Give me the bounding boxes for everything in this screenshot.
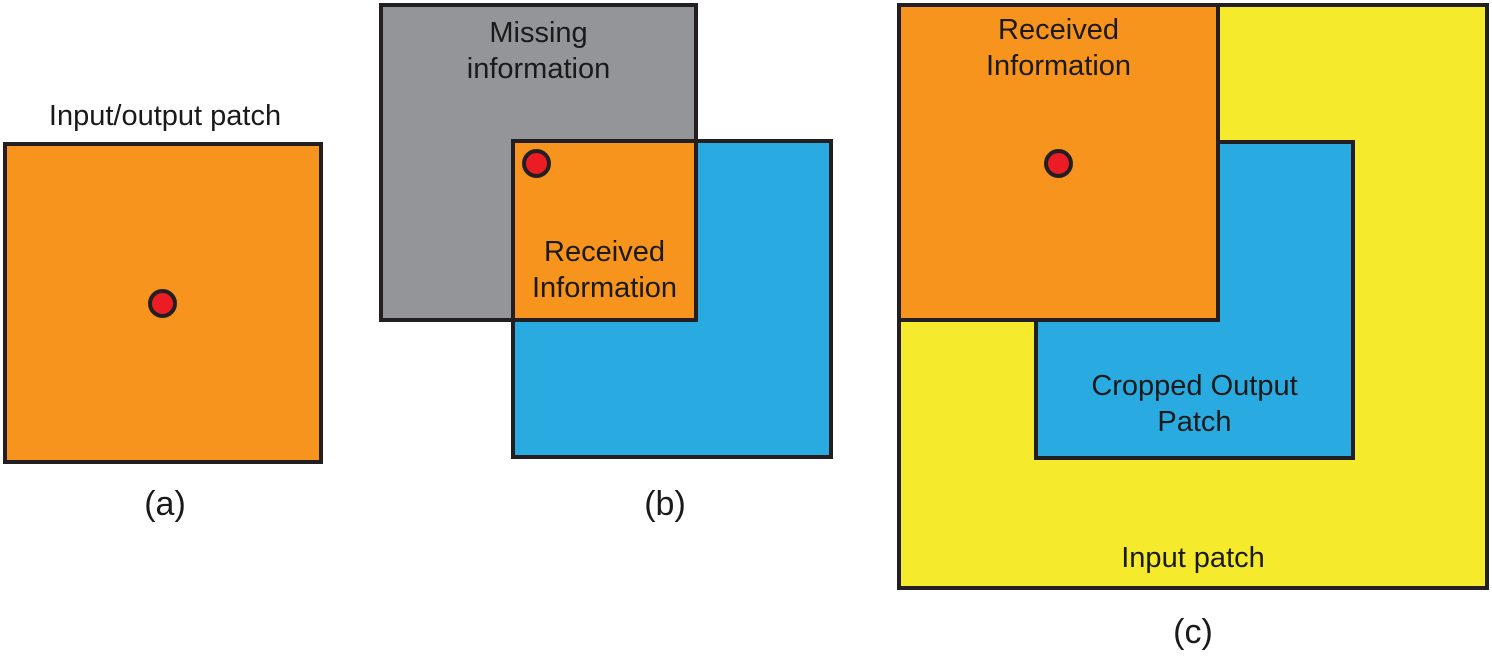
panel-a-center-pixel-dot-icon [148, 289, 177, 318]
label-line-1: Cropped Output [1091, 370, 1298, 402]
panel-c-caption: (c) [1173, 613, 1213, 651]
panel-c-received-information-label: Received Information [897, 12, 1220, 84]
panel-b-pixel-dot-icon [522, 149, 551, 178]
label-line-1: Received [544, 236, 665, 268]
panel-b-missing-information-label: Missing information [379, 15, 698, 87]
panel-a-title: Input/output patch [48, 100, 282, 132]
label-line-2: Patch [1157, 406, 1232, 438]
label-line-1: Missing [489, 17, 588, 49]
panel-c-cropped-output-patch-label: Cropped Output Patch [1034, 368, 1355, 440]
label-line-2: Information [531, 272, 678, 304]
panel-c-center-pixel-dot-icon [1044, 149, 1073, 178]
panel-b-caption: (b) [644, 485, 686, 523]
label-line-1: Received [998, 14, 1119, 46]
panel-b-received-information-label: Received Information [511, 234, 698, 306]
label-line-2: information [466, 53, 611, 85]
label-line-2: Information [985, 50, 1132, 82]
panel-c-input-patch-label: Input patch [1121, 542, 1265, 574]
panel-a-caption: (a) [144, 485, 186, 523]
